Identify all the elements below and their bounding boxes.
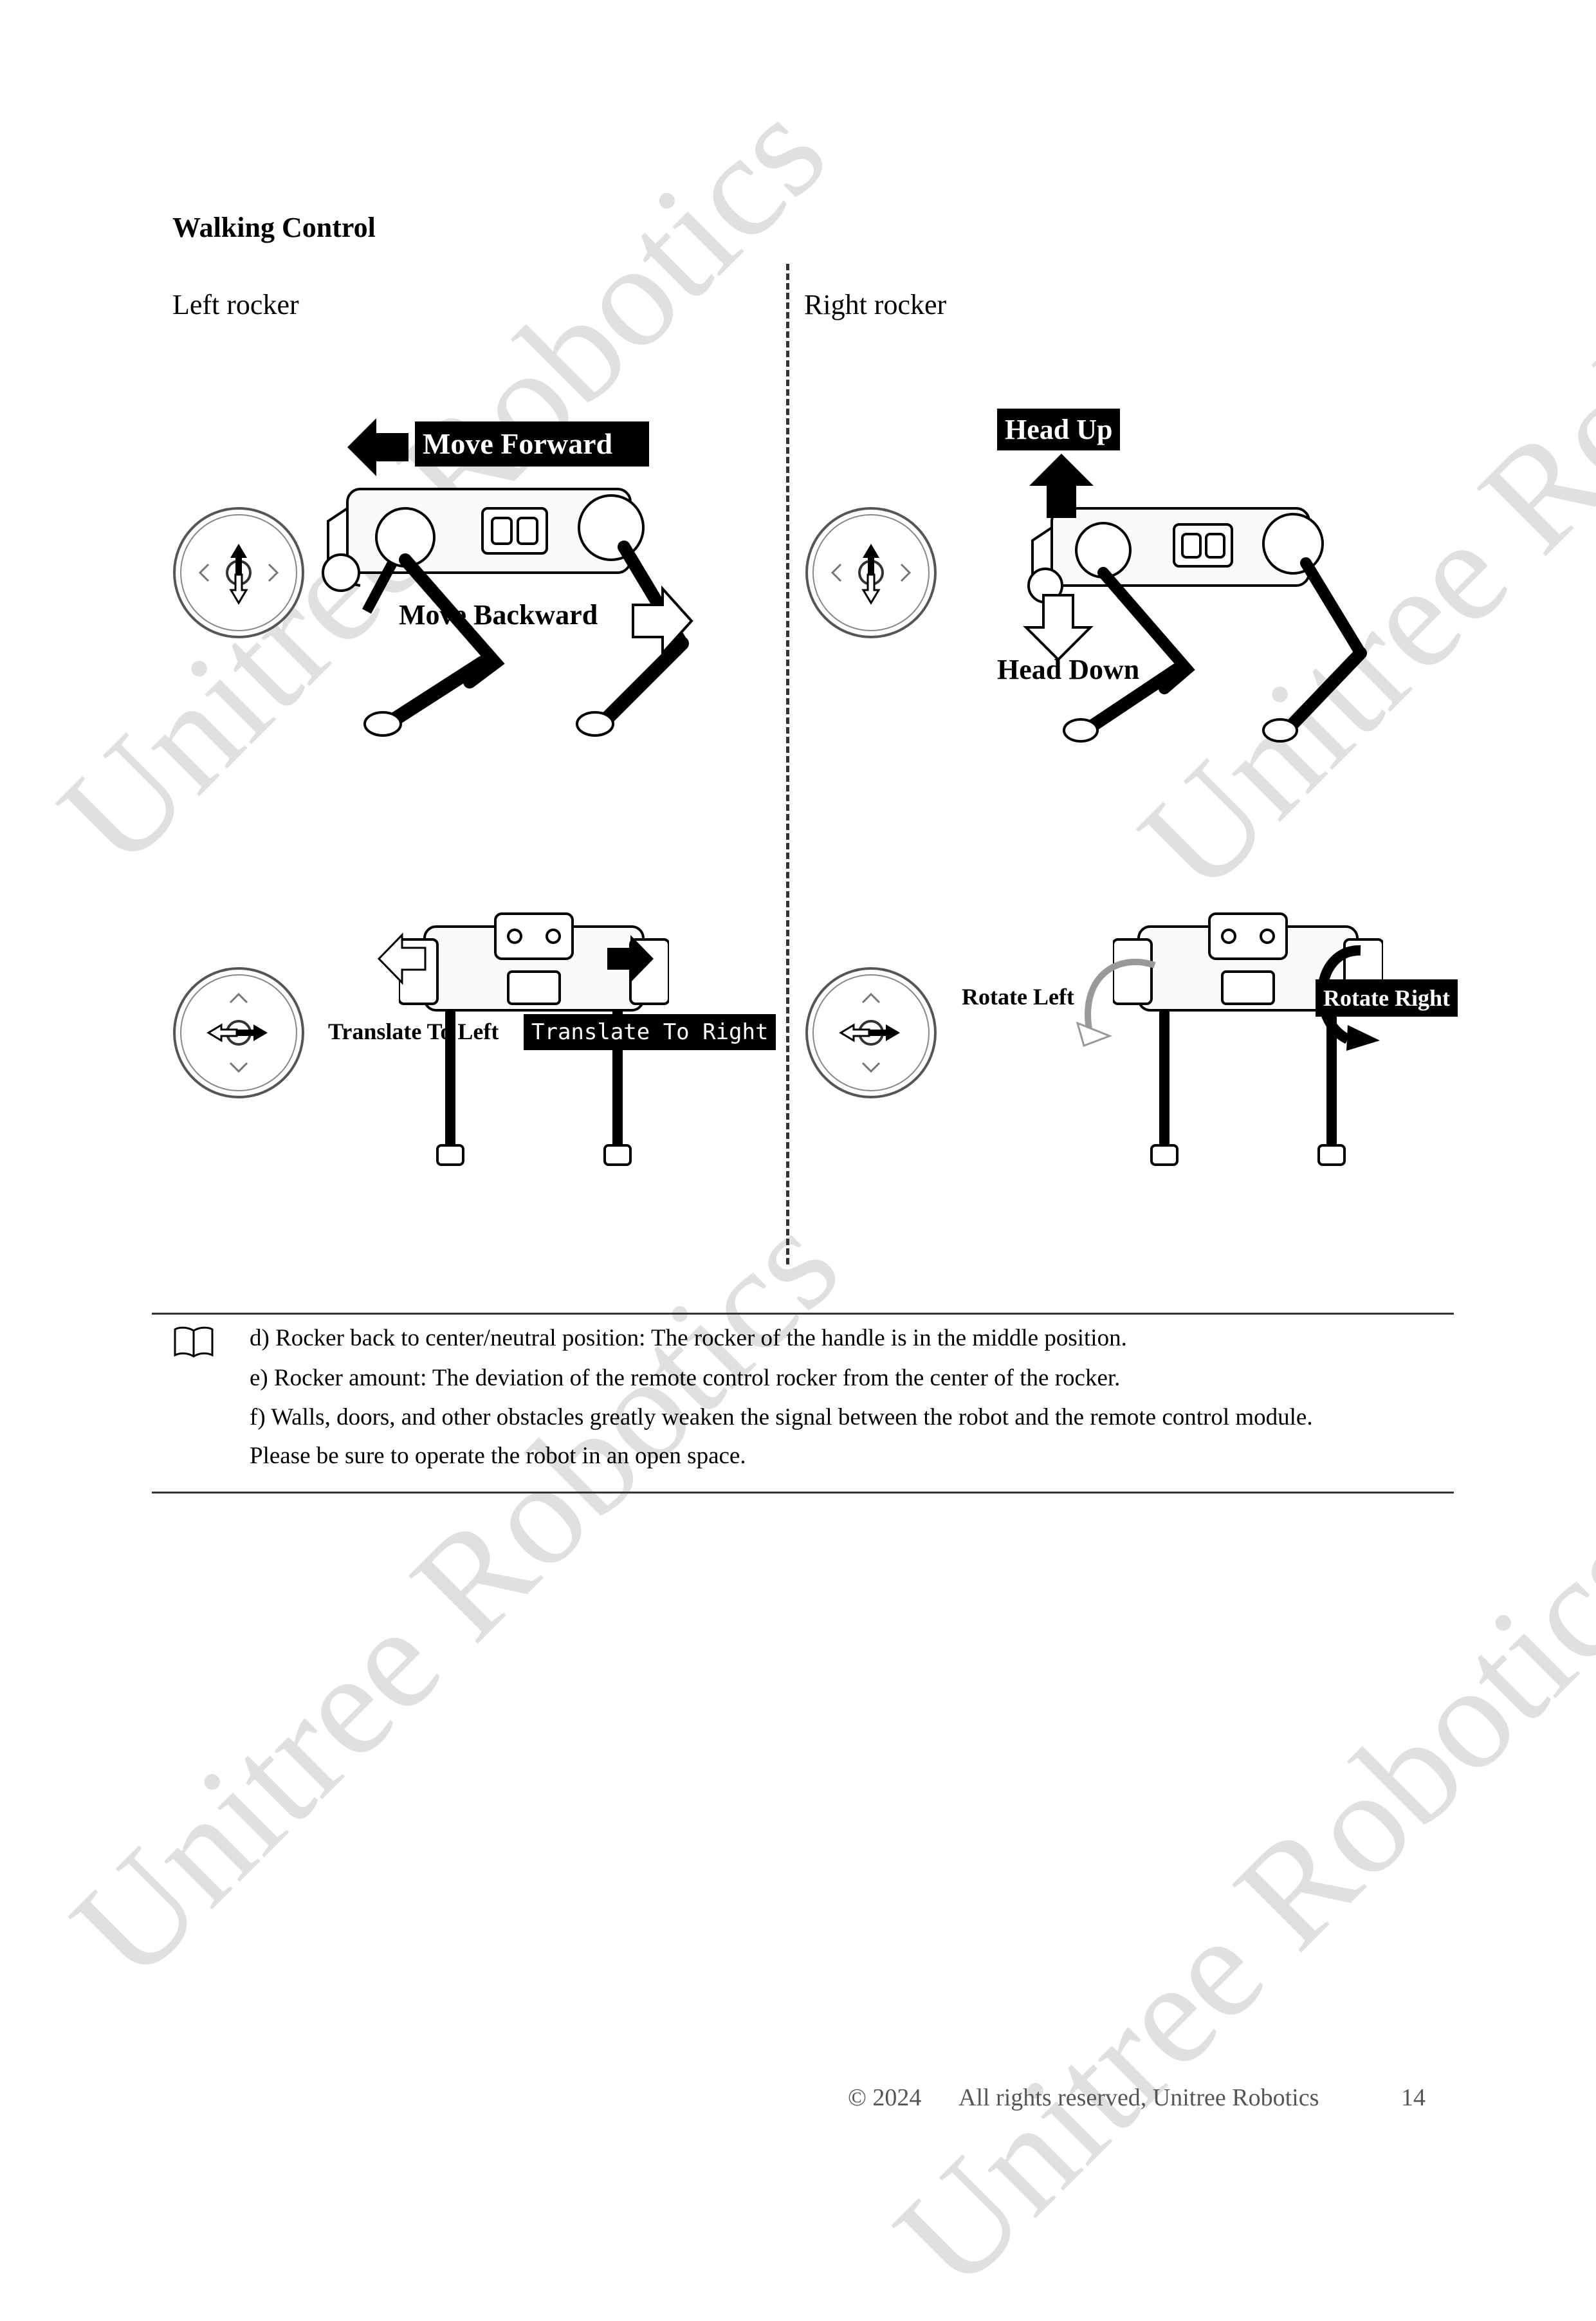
figure-move-forward-backward: Move Forward Move Backward — [167, 399, 746, 746]
watermark: Unitree Robotics — [41, 1181, 869, 2010]
move-backward-label: Move Backward — [399, 599, 598, 631]
head-down-label: Head Down — [997, 654, 1140, 685]
translate-right-label: Translate To Right — [524, 1014, 776, 1050]
robot-dog-side-icon — [322, 488, 689, 737]
move-forward-label: Move Forward — [415, 421, 649, 467]
rocker-icon — [805, 967, 937, 1098]
note-e: e) Rocker amount: The deviation of the r… — [250, 1365, 1121, 1391]
column-divider — [786, 264, 789, 1264]
rotate-left-label: Rotate Left — [962, 984, 1074, 1010]
rocker-icon — [173, 507, 304, 638]
arrow-icon — [607, 935, 654, 983]
watermark: Unitree Robotics — [864, 1490, 1596, 2319]
figure-head-up-down: Head Up Head Down — [801, 399, 1444, 746]
note-f: f) Walls, doors, and other obstacles gre… — [250, 1404, 1313, 1430]
robot-dog-front-icon — [1113, 912, 1383, 1166]
figure-translate: Translate To Left Translate To Right — [167, 894, 776, 1178]
right-rocker-label: Right rocker — [804, 289, 947, 320]
robot-dog-front-icon — [399, 912, 669, 1166]
arrow-icon — [632, 586, 693, 656]
rocker-icon — [805, 507, 937, 638]
note-f-continued: Please be sure to operate the robot in a… — [250, 1443, 746, 1469]
figure-rotate: Rotate Left Rotate Right — [801, 894, 1463, 1178]
arrow-icon — [1029, 454, 1094, 518]
rocker-icon — [173, 967, 304, 1098]
page-number: 14 — [1401, 2084, 1426, 2111]
footer-copyright: © 2024 — [848, 2084, 922, 2111]
note-d: d) Rocker back to center/neutral positio… — [250, 1325, 1127, 1351]
rotate-right-label: Rotate Right — [1316, 979, 1458, 1017]
note-top-rule — [152, 1313, 1454, 1315]
book-icon — [174, 1326, 214, 1358]
robot-dog-side-icon — [1027, 507, 1367, 743]
note-bottom-rule — [152, 1492, 1454, 1493]
arrow-icon — [377, 932, 427, 985]
section-title: Walking Control — [172, 212, 376, 243]
head-up-label: Head Up — [997, 409, 1121, 450]
arrow-icon — [1076, 959, 1156, 1047]
arrow-icon — [347, 418, 408, 476]
footer-rights: All rights reserved, Unitree Robotics — [959, 2084, 1319, 2111]
translate-left-label: Translate To Left — [328, 1019, 499, 1044]
arrow-icon — [1023, 594, 1094, 661]
left-rocker-label: Left rocker — [172, 289, 299, 320]
